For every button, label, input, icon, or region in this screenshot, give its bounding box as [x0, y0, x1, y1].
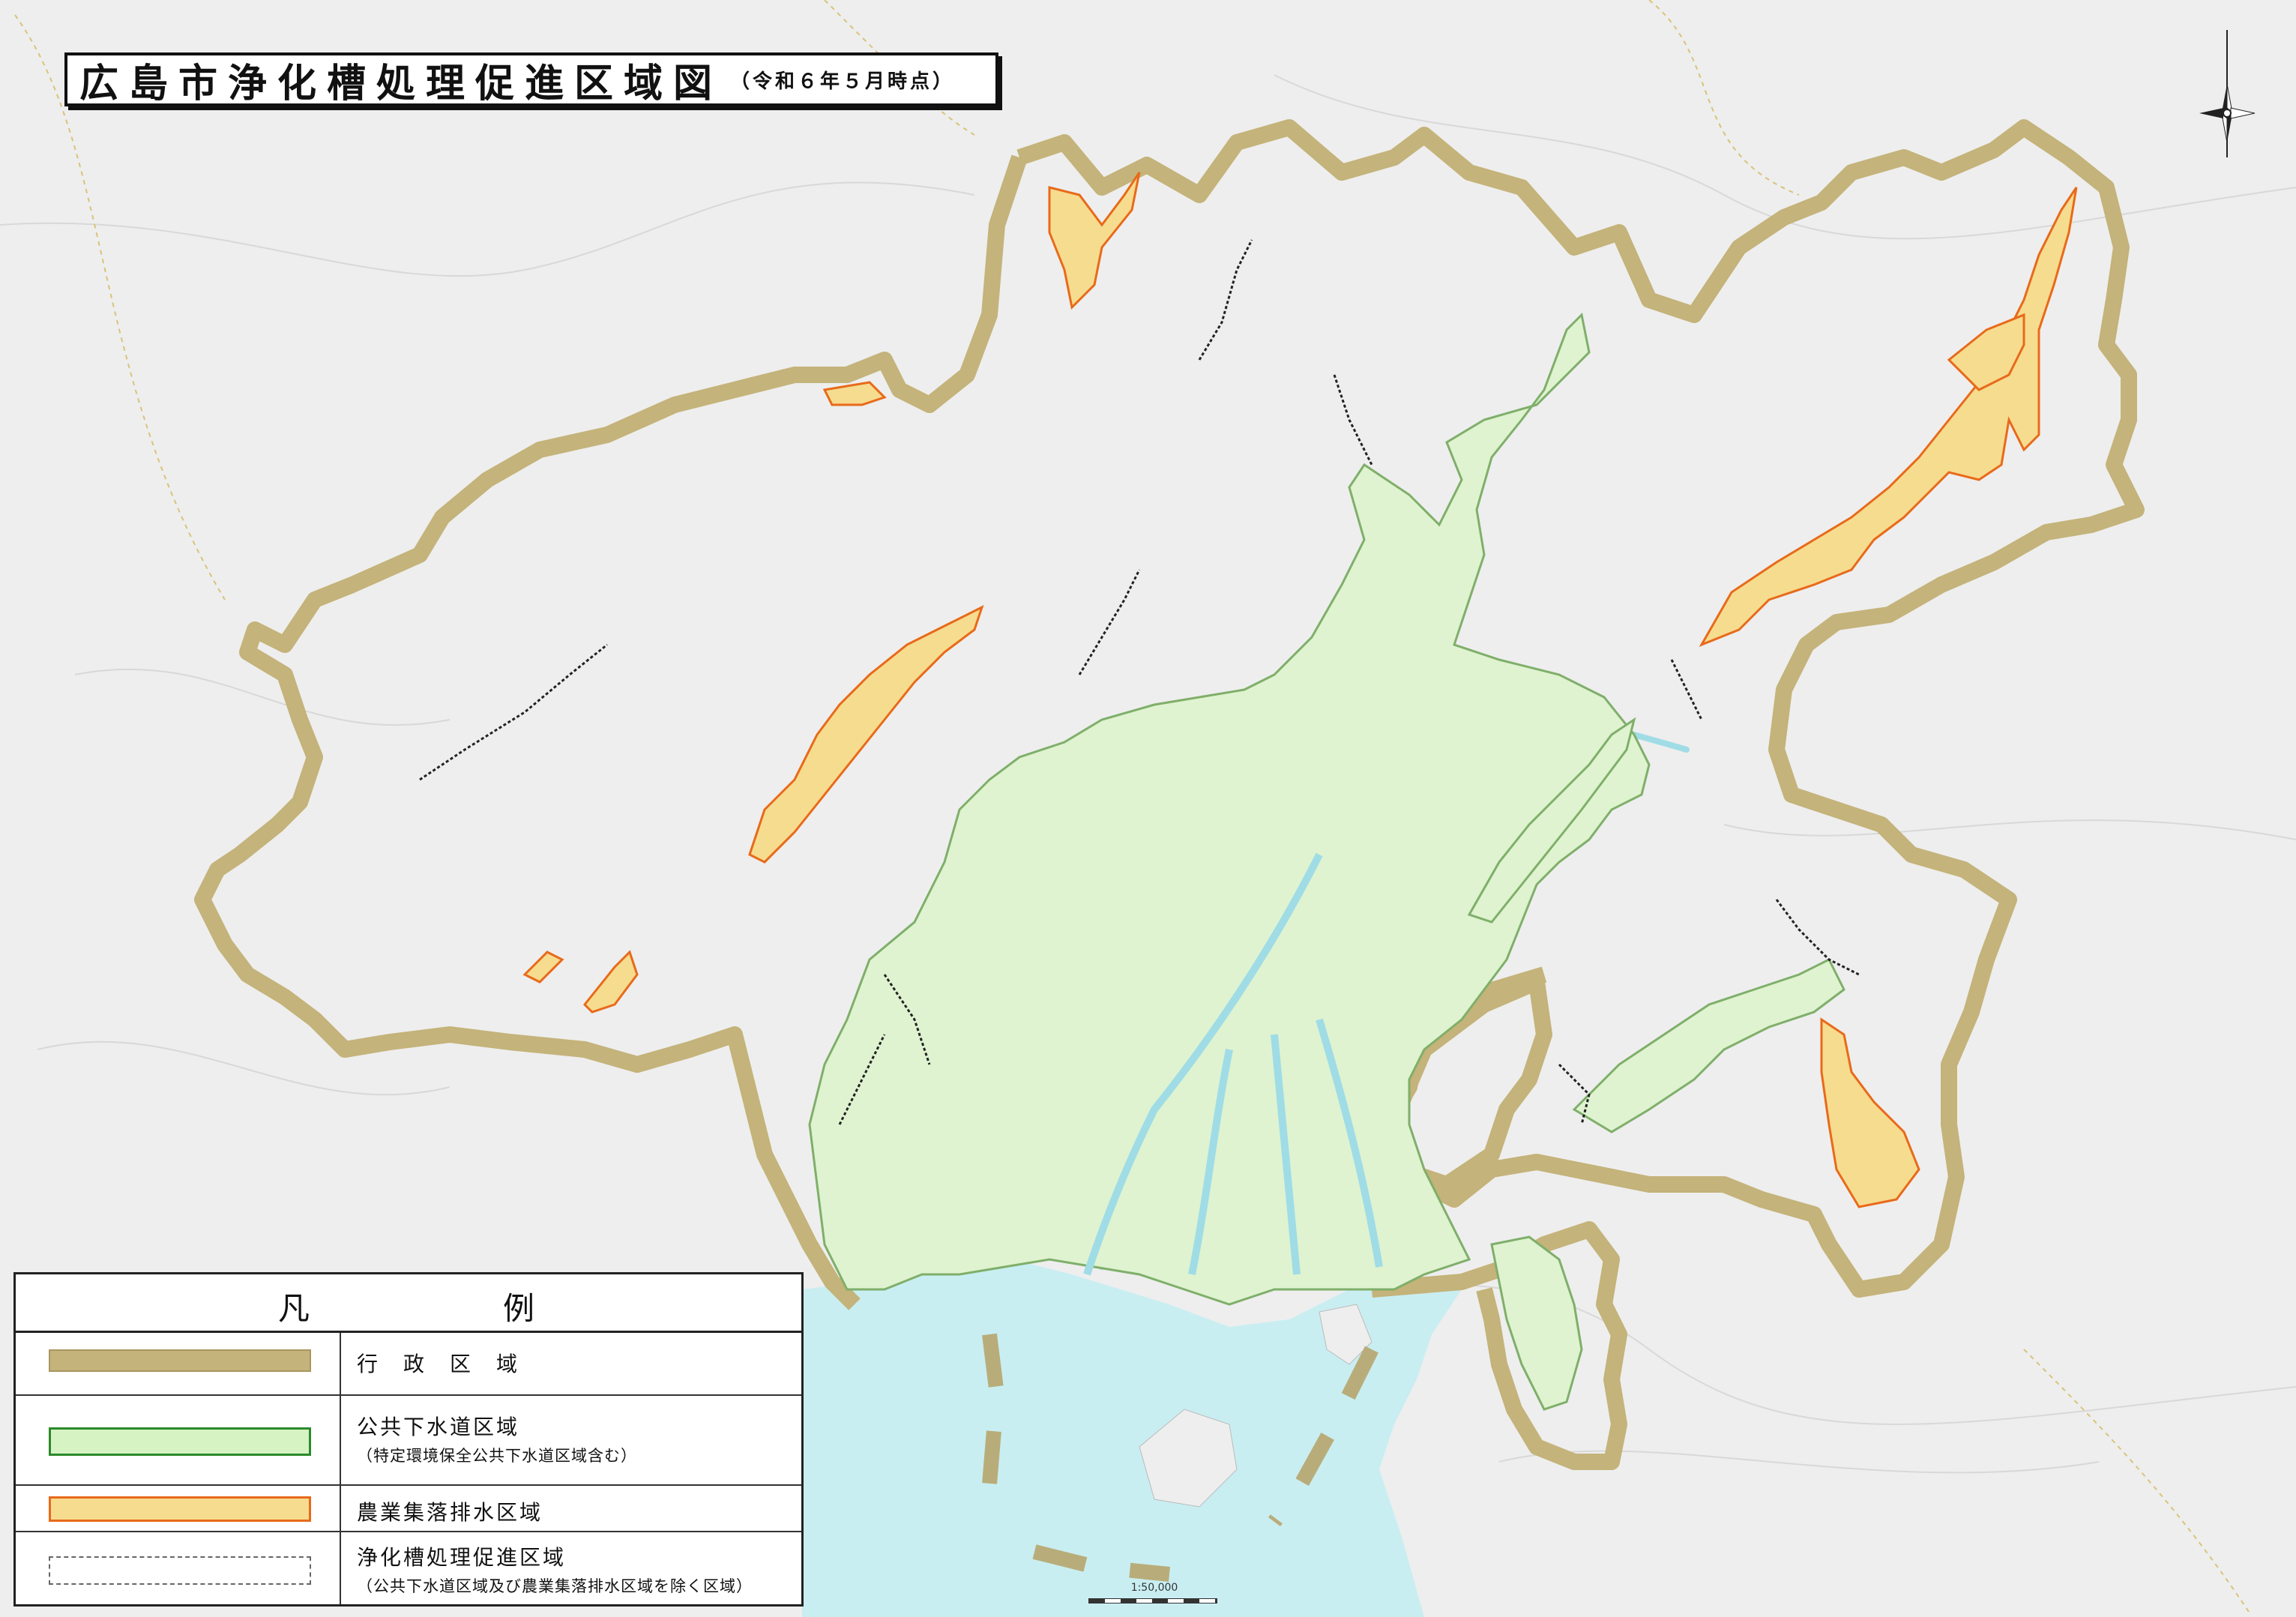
- delta-channels: [1083, 852, 1383, 1276]
- public-sewer-area: [1467, 717, 1636, 924]
- map-title: 広島市浄化槽処理促進区域図: [79, 61, 723, 106]
- scale-bar-graphic: [1088, 1598, 1217, 1604]
- seto-inland-sea: [802, 1259, 1462, 1617]
- map-title-box: 広島市浄化槽処理促進区域図 （令和６年５月時点）: [64, 52, 998, 106]
- compass-rose-icon: [2199, 30, 2256, 157]
- legend-swatch-septic-promotion: [49, 1556, 311, 1585]
- legend-row-rural-drainage: 農業集落排水区域: [16, 1484, 801, 1531]
- legend-header: 凡 例: [16, 1274, 801, 1333]
- rural-drainage-area: [1947, 313, 2025, 391]
- public-sewer-area: [1572, 957, 1845, 1133]
- legend-note-public-sewer: （特定環境保全公共下水道区域含む）: [357, 1447, 637, 1465]
- legend-row-septic-promotion: 浄化槽処理促進区域 （公共下水道区域及び農業集落排水区域を除く区域）: [16, 1531, 801, 1606]
- road-network: [0, 74, 2296, 1474]
- legend-swatch-administrative: [49, 1349, 311, 1372]
- rural-drainage-area: [582, 950, 639, 1014]
- rural-drainage-area: [1820, 1017, 1920, 1208]
- legend-note-septic-promotion: （公共下水道区域及び農業集落排水区域を除く区域）: [357, 1577, 753, 1595]
- map-title-date: （令和６年５月時点）: [730, 70, 956, 93]
- legend-row-administrative: 行 政 区 域: [16, 1333, 801, 1394]
- public-sewer-area: [808, 312, 1651, 1306]
- rural-drainage-area: [748, 605, 984, 864]
- public-sewer-area: [1490, 1235, 1583, 1411]
- rural-drainage-area: [1699, 187, 2078, 647]
- administrative-boundary: [1016, 119, 2145, 1298]
- legend-label-administrative: 行 政 区 域: [357, 1352, 520, 1376]
- rural-drainage-area: [1048, 172, 1141, 310]
- legend-label-rural-drainage: 農業集落排水区域: [357, 1500, 543, 1525]
- rural-drainage-area: [522, 951, 564, 984]
- legend-swatch-rural-drainage: [49, 1496, 311, 1522]
- legend-swatch-public-sewer: [49, 1427, 311, 1456]
- legend: 凡 例 行 政 区 域 公共下水道区域 （特定環境保全公共下水道区域含む） 農業…: [13, 1272, 804, 1607]
- legend-row-public-sewer: 公共下水道区域 （特定環境保全公共下水道区域含む）: [16, 1394, 801, 1484]
- rural-drainage-area: [822, 381, 887, 406]
- legend-label-septic-promotion: 浄化槽処理促進区域: [357, 1545, 567, 1570]
- legend-heading-right: 例: [503, 1290, 535, 1327]
- administrative-boundary-west: [194, 154, 1028, 1310]
- legend-label-public-sewer: 公共下水道区域: [357, 1415, 520, 1439]
- scale-bar: 1:50,000: [1087, 1582, 1222, 1612]
- legend-heading-left: 凡: [278, 1290, 310, 1327]
- scale-ratio: 1:50,000: [1130, 1582, 1178, 1594]
- island: [1139, 1409, 1238, 1508]
- island: [1319, 1304, 1373, 1365]
- prefecture-lines: [14, 0, 2250, 1613]
- legend-column-divider: [340, 1333, 341, 1604]
- sea-boundary: [982, 1333, 1378, 1582]
- rural-drainage-areas: [522, 172, 2078, 1208]
- settlement-fringes: [419, 239, 1860, 1125]
